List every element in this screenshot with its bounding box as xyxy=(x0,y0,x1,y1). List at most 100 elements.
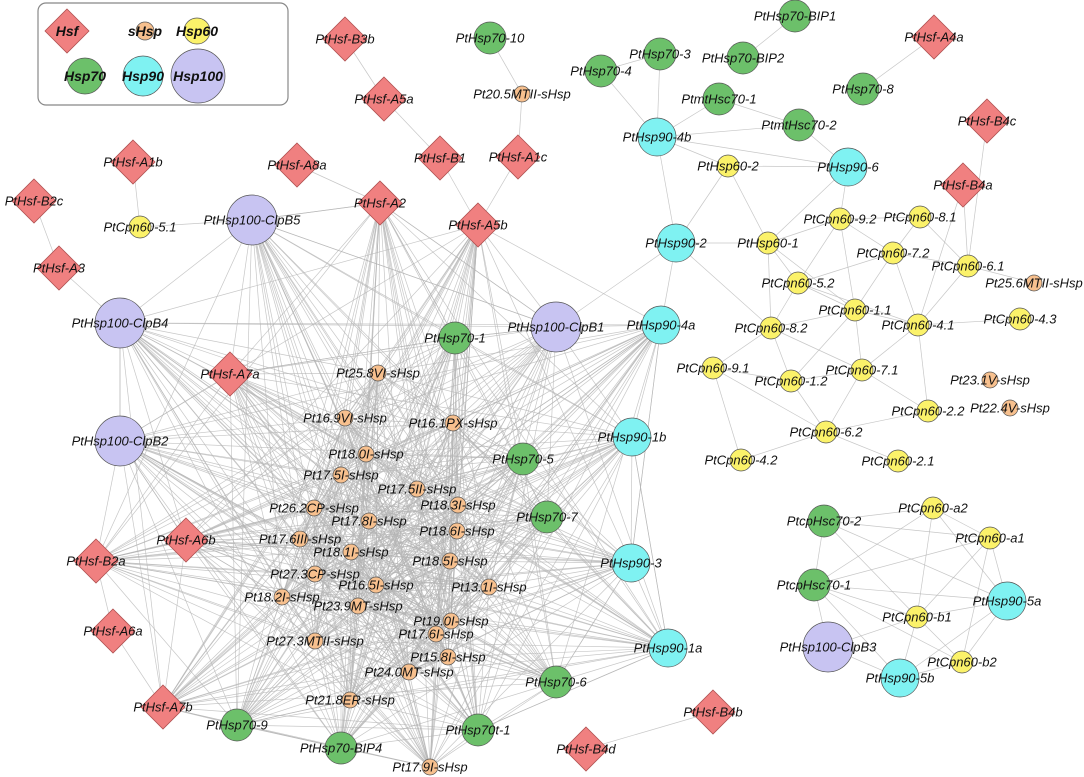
node-pthsf-a6a: PtHsf-A6a xyxy=(83,608,143,654)
edge-pt27-3cp-shsp-pthsp100-clpb5 xyxy=(251,219,316,575)
edge-pt16-9vi-shsp-pthsf-a7b xyxy=(162,417,346,708)
edge-pt25-8vi-shsp-pthsp90-4a xyxy=(377,324,662,374)
legend-item-hsp90: Hsp90 xyxy=(122,55,164,97)
node-pthsp100-clpb4: PtHsp100-ClpB4 xyxy=(72,297,168,349)
node-pt19-0i-shsp: Pt19.0I-sHsp xyxy=(413,612,489,630)
edge-pthsf-a7a-pthsp70-9 xyxy=(229,373,238,726)
node-shape-pt16-9vi-shsp xyxy=(336,409,354,427)
node-shape-pt17-5ii-shsp xyxy=(408,480,426,498)
node-shape-pt13-1i-shsp xyxy=(480,578,498,596)
legend-item-hsp70: Hsp70 xyxy=(64,57,106,95)
edge-pt17-6i-shsp-pthsf-a7a xyxy=(229,373,437,635)
edge-pthsp100-clpb5-pthsp100-clpb1 xyxy=(251,219,557,328)
node-shape-pt18-2i-shsp xyxy=(273,588,291,606)
edge-ptcpn60-a2-ptcphsc70-1 xyxy=(813,507,934,586)
node-pthsp70-9: PtHsp70-9 xyxy=(206,708,268,742)
node-shape-pt18-5i-shsp xyxy=(441,552,459,570)
node-shape-pt19-0i-shsp xyxy=(442,612,460,630)
node-pthsf-a3: PtHsf-A3 xyxy=(33,245,86,291)
node-pthsf-a6b: PtHsf-A6b xyxy=(156,517,216,563)
edge-pt15-8i-shsp-pthsp70-6 xyxy=(447,656,557,683)
edge-ptcpn60-a1-ptcphsc70-1 xyxy=(813,537,991,586)
node-shape-ptmthsc70-2 xyxy=(782,108,816,142)
edge-pthsp70-1-pthsp90-1b xyxy=(454,337,633,438)
edge-pt23-9mt-shsp-pt15-8i-shsp xyxy=(357,605,449,658)
edge-pt17-5ii-shsp-pthsp70-1 xyxy=(416,337,456,490)
node-shape-pt16-1px-shsp xyxy=(444,414,462,432)
edge-pthsp70-7-pthsp70-9 xyxy=(236,516,548,726)
node-pthsp70-10: PtHsp70-10 xyxy=(456,21,525,55)
edge-pt23-9mt-shsp-pthsp70t-1 xyxy=(357,605,479,731)
edge-pthsp70-1-pthsp70-9 xyxy=(236,337,456,726)
node-shape-pt22-4v-shsp xyxy=(1001,399,1019,417)
node-pthsf-a7a: PtHsf-A7a xyxy=(200,351,260,397)
node-label: Pt24.0MT-sHsp xyxy=(364,665,453,680)
node-ptcphsc70-1: PtcpHsc70-1 xyxy=(777,568,851,602)
edge-ptcpn60-6-2-ptcpn60-2-1 xyxy=(825,431,899,462)
edge-pt21-8er-shsp-pt17-9i-shsp xyxy=(349,699,431,768)
node-label: PtHsp100-ClpB1 xyxy=(508,320,605,335)
node-shape-ptcpn60-a1 xyxy=(978,526,1002,550)
node-shape-pthsp100-clpb4 xyxy=(94,297,146,349)
node-label: PtCpn60-1.1 xyxy=(819,303,892,318)
edge-pt16-5i-shsp-pthsp100-clpb4 xyxy=(119,322,377,586)
node-shape-pthsp90-1a xyxy=(648,628,688,668)
edge-pt16-5i-shsp-pthsf-b2a xyxy=(95,560,377,586)
node-label: Pt17.8I-sHsp xyxy=(331,514,406,529)
edge-pt25-8vi-shsp-pthsp100-clpb4 xyxy=(119,322,379,374)
edge-ptcpn60-7-2-ptcpn60-6-1 xyxy=(892,252,969,267)
edge-pthsp100-clpb2-pthsp70-5 xyxy=(119,440,524,460)
edge-pt18-6i-shsp-pt27-3cp-shsp xyxy=(314,530,458,575)
node-label: Pt21.8ER-sHsp xyxy=(305,693,395,708)
edge-pthsf-a5b-pthsf-a7b xyxy=(162,224,479,708)
edge-ptcpn60-9-1-ptcpn60-1-2 xyxy=(712,367,792,382)
node-pt15-8i-shsp: Pt15.8I-sHsp xyxy=(410,648,486,666)
node-pt16-1px-shsp: Pt16.1PX-sHsp xyxy=(409,414,497,432)
node-pthsp100-clpb5: PtHsp100-ClpB5 xyxy=(204,194,301,246)
edge-pthsf-a2-pthsp70-9 xyxy=(236,202,381,726)
node-pt27-3mtii-shsp: Pt27.3MTII-sHsp xyxy=(266,632,364,650)
node-label: PtHsp100-ClpB2 xyxy=(72,434,170,449)
edge-pt15-8i-shsp-pthsp90-1a xyxy=(447,647,669,658)
node-shape-ptcpn60-4-3 xyxy=(1008,307,1032,331)
edge-pt18-2i-shsp-pthsp70-9 xyxy=(236,596,283,726)
edge-pt17-6iii-shsp-pthsp70-5 xyxy=(299,458,524,540)
edge-pthsf-a7b-pthsp70t-1 xyxy=(162,706,479,731)
node-label: Pt26.2CP-sHsp xyxy=(269,501,359,516)
edge-pthsp100-clpb5-pthsp70-7 xyxy=(251,219,548,518)
node-pthsp90-1a: PtHsp90-1a xyxy=(634,628,702,668)
legend-item-shsp: sHsp xyxy=(128,21,163,41)
edge-pthsf-b2a-pthsp90-1a xyxy=(95,560,669,649)
node-pthsp70-5: PtHsp70-5 xyxy=(492,442,554,476)
node-shape-pt21-8er-shsp xyxy=(341,691,359,709)
edge-pt15-8i-shsp-pthsp100-clpb5 xyxy=(251,219,449,658)
edge-ptcphsc70-2-ptcpn60-b1 xyxy=(823,520,918,618)
node-label: PtHsp90-3 xyxy=(600,556,662,571)
node-label: PtCpn60-4.2 xyxy=(705,453,779,468)
node-label: Pt25.8VI-sHsp xyxy=(336,366,420,381)
edge-pt27-3mtii-shsp-pthsp70-5 xyxy=(314,458,524,642)
legend-label: Hsp70 xyxy=(64,68,106,84)
edge-ptcpn60-a1-ptcpn60-b2 xyxy=(961,537,991,663)
legend-item-hsf: Hsf xyxy=(44,8,90,54)
legend-item-hsp100: Hsp100 xyxy=(170,48,226,104)
node-label: PtCpn60-2.1 xyxy=(862,454,935,469)
node-pt18-3i-shsp: Pt18.3I-sHsp xyxy=(420,496,496,514)
edge-pthsf-a2-pthsp70-1 xyxy=(379,202,456,339)
node-label: PtCpn60-9.2 xyxy=(804,212,878,227)
edge-pt18-2i-shsp-pt17-9i-shsp xyxy=(281,596,431,768)
edge-pthsp70-6-pthsp90-4a xyxy=(555,324,662,683)
edge-pthsp100-clpb4-pthsp70-6 xyxy=(119,322,557,683)
edge-pthsp70-6-pthsp70-bip4 xyxy=(340,681,557,749)
node-label: Pt27.3CP-sHsp xyxy=(270,567,360,582)
node-label: PtCpn60-2.2 xyxy=(892,404,966,419)
node-pthsp70-3: PtHsp70-3 xyxy=(629,37,691,71)
node-pt13-1i-shsp: Pt13.1I-sHsp xyxy=(451,578,527,596)
edge-pthsp90-2-ptcpn60-8-2 xyxy=(675,242,772,329)
node-shape-pthsp60-1 xyxy=(756,231,780,255)
edge-pt24-0mt-shsp-pthsf-b2a xyxy=(95,560,410,673)
edge-pt18-1i-shsp-pt13-1i-shsp xyxy=(350,551,490,588)
node-ptcpn60-a1: PtCpn60-a1 xyxy=(955,526,1025,550)
node-pthsf-b2c: PtHsf-B2c xyxy=(5,178,64,224)
edge-pthsp70t-1-pthsp90-1b xyxy=(477,436,633,731)
